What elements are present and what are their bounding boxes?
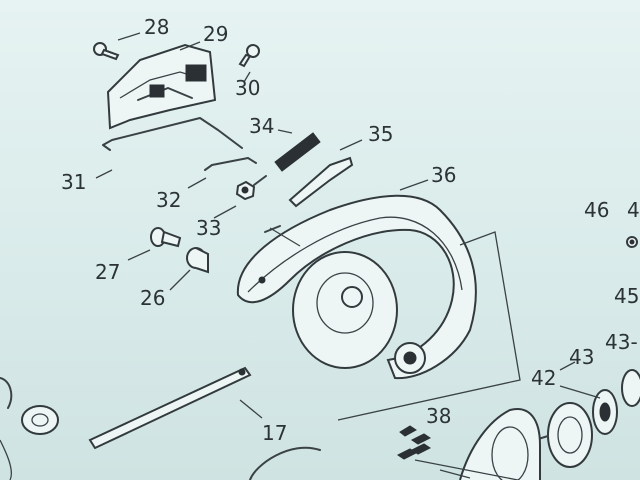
part-label-33: 33 xyxy=(196,216,222,240)
part-label-27: 27 xyxy=(95,260,121,284)
part-17-shaft xyxy=(88,366,252,450)
part-label-45: 45 xyxy=(614,284,640,308)
part-label-26: 26 xyxy=(140,286,166,310)
leader-lines xyxy=(95,32,601,419)
exploded-frame-lines xyxy=(269,227,521,480)
part-label-34: 34 xyxy=(249,114,275,138)
part-28-screw xyxy=(93,42,120,61)
part-35-trip-lever xyxy=(288,156,354,208)
part-label-28: 28 xyxy=(144,15,170,39)
part-label-32: 32 xyxy=(156,188,182,212)
part-46-nut xyxy=(626,236,638,248)
part-29-bail-bracket xyxy=(106,43,217,130)
part-31-bail-wire xyxy=(102,117,243,151)
part-label-31: 31 xyxy=(61,170,87,194)
part-label-36: 36 xyxy=(431,163,457,187)
lower-body-housing xyxy=(249,408,541,480)
part-label-42: 42 xyxy=(531,366,557,390)
left-edge-washer xyxy=(0,377,59,480)
part-label-17: 17 xyxy=(262,421,288,445)
part-label-4-cut: 4 xyxy=(627,198,640,222)
part-label-30: 30 xyxy=(235,76,261,100)
part-label-35: 35 xyxy=(368,122,394,146)
part-label-43b: 43- xyxy=(605,330,638,354)
part-label-38: 38 xyxy=(426,404,452,428)
part-34-spring xyxy=(274,132,321,172)
part-42-bearing xyxy=(592,389,618,435)
part-label-43a: 43 xyxy=(569,345,595,369)
part-30-screw xyxy=(238,44,260,68)
part-38-bearing xyxy=(397,425,431,460)
part-label-29: 29 xyxy=(203,22,229,46)
part-36-rotor xyxy=(236,194,477,380)
part-label-46: 46 xyxy=(584,198,610,222)
part-43-washer xyxy=(621,369,640,407)
part-27-bolt xyxy=(150,227,182,248)
part-26-collar xyxy=(186,247,209,274)
lower-right-gear xyxy=(534,402,593,468)
part-33-nut xyxy=(235,175,267,201)
part-32-pin xyxy=(204,157,257,171)
